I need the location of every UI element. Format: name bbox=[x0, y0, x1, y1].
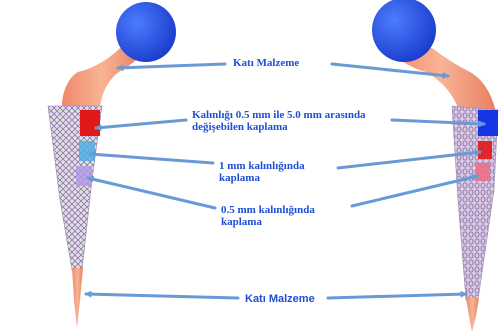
right-solid-tip bbox=[466, 298, 479, 332]
left-variable-coating-zone bbox=[80, 110, 100, 136]
label-05mm-line-2: kaplama bbox=[221, 216, 315, 228]
arrow-variable-left bbox=[96, 120, 186, 128]
label-1mm-coating: 1 mm kalınlığında kaplama bbox=[219, 160, 305, 184]
right-1mm-coating-zone bbox=[478, 141, 492, 159]
label-variable-line-2: değişebilen kaplama bbox=[192, 121, 366, 133]
right-implant bbox=[372, 0, 498, 332]
left-femoral-head bbox=[116, 2, 176, 62]
arrow-solid-bottom-left bbox=[86, 294, 238, 298]
arrow-1mm-left bbox=[90, 154, 213, 163]
label-1mm-line-2: kaplama bbox=[219, 172, 305, 184]
label-05mm-line-1: 0.5 mm kalınlığında bbox=[221, 204, 315, 216]
left-implant bbox=[48, 2, 176, 328]
left-solid-tip bbox=[72, 268, 83, 328]
arrow-05mm-left bbox=[88, 178, 215, 208]
arrow-solid-bottom-right bbox=[328, 294, 466, 298]
left-1mm-coating-zone bbox=[79, 141, 95, 161]
left-05mm-coating-zone bbox=[76, 166, 92, 186]
label-1mm-line-1: 1 mm kalınlığında bbox=[219, 160, 305, 172]
label-solid-material-bottom: Katı Malzeme bbox=[245, 293, 315, 305]
label-solid-material-top: Katı Malzeme bbox=[233, 57, 299, 69]
label-variable-thickness-coating: Kalınlığı 0.5 mm ile 5.0 mm arasında değ… bbox=[192, 109, 366, 133]
right-femoral-head bbox=[372, 0, 436, 62]
label-variable-line-1: Kalınlığı 0.5 mm ile 5.0 mm arasında bbox=[192, 109, 366, 121]
label-05mm-coating: 0.5 mm kalınlığında kaplama bbox=[221, 204, 315, 228]
arrow-solid-top-left bbox=[118, 64, 225, 68]
right-05mm-coating-zone bbox=[476, 163, 490, 181]
